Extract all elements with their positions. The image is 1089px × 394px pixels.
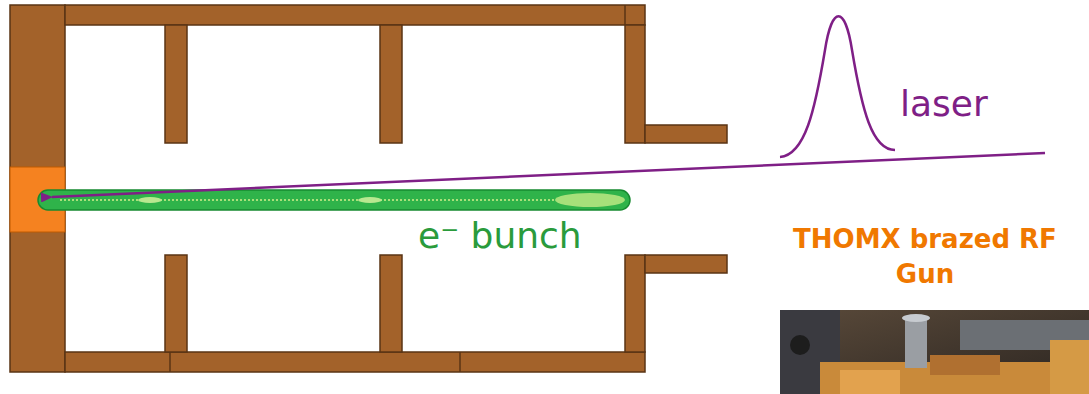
- cavity-walls: [10, 5, 727, 372]
- laser-beam: [52, 16, 1045, 197]
- rf-gun-photo: [780, 310, 1089, 394]
- gun-photo-caption: THOMX brazed RF Gun: [775, 222, 1075, 292]
- bunch-label: e⁻ bunch: [418, 212, 582, 261]
- laser-label: laser: [900, 80, 988, 129]
